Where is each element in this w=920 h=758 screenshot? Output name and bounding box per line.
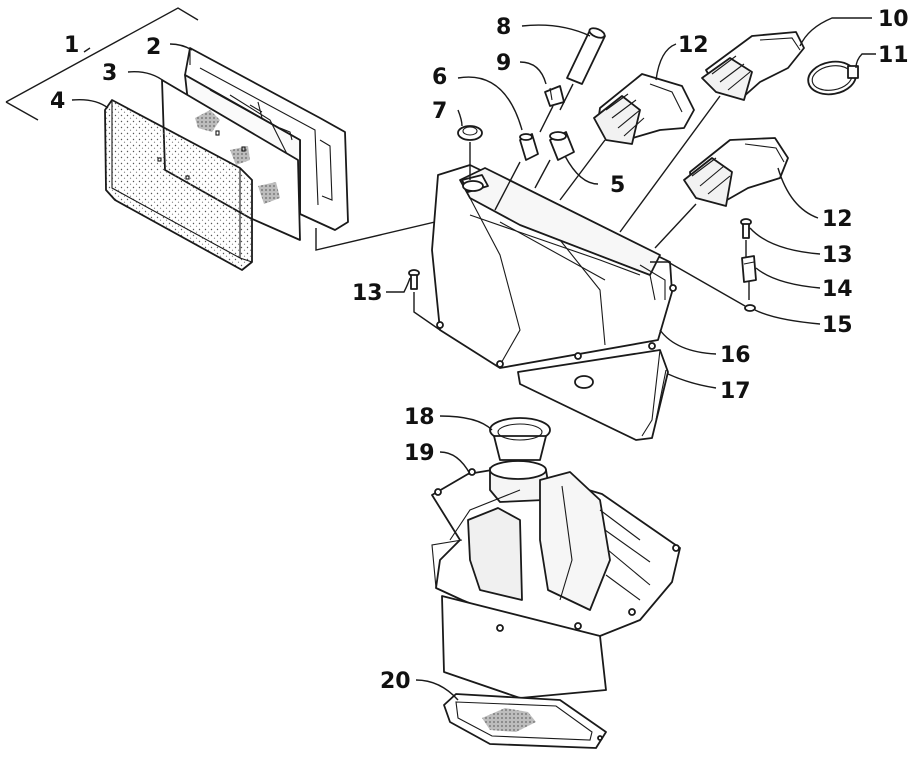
intake-bell-18 [489, 417, 551, 615]
callout-10: 10 [878, 7, 909, 32]
callout-1: 1 [64, 33, 79, 58]
intake-boot-upper [559, 73, 695, 201]
airbox-gasket-plate [517, 349, 669, 441]
callout-12-upper: 12 [678, 33, 709, 58]
callout-2: 2 [146, 35, 161, 60]
filter-assembly-bracket [5, 7, 199, 121]
callout-leaders [71, 17, 876, 701]
callout-5: 5 [610, 173, 625, 198]
screw-13-right [740, 218, 752, 258]
callout-6: 6 [432, 65, 447, 90]
callout-11: 11 [878, 43, 909, 68]
intake-boot-lower [654, 137, 789, 249]
callout-9: 9 [496, 51, 511, 76]
callout-8: 8 [496, 15, 511, 40]
hose-8 [559, 27, 606, 111]
callout-7: 7 [432, 99, 447, 124]
callout-17: 17 [720, 379, 751, 404]
callout-4: 4 [50, 89, 65, 114]
lower-airbox [431, 460, 681, 699]
screw-13-left [408, 269, 441, 331]
fitting-5 [534, 131, 575, 189]
callout-18: 18 [404, 405, 435, 430]
callout-14: 14 [822, 277, 853, 302]
callout-15: 15 [822, 313, 853, 338]
callout-12-lower: 12 [822, 207, 853, 232]
foam-prefilter [104, 99, 253, 271]
drain-valve-14 [741, 255, 757, 300]
hose-clamp-11 [807, 60, 859, 96]
o-ring-15 [650, 261, 756, 312]
callout-3: 3 [102, 61, 117, 86]
callout-13-right: 13 [822, 243, 853, 268]
grommet-7 [457, 125, 483, 180]
fitting-6 [494, 133, 539, 211]
callout-16: 16 [720, 343, 751, 368]
upper-airbox [431, 164, 677, 369]
callout-labels: 1 2 3 4 5 6 7 8 9 10 11 12 12 13 13 14 1… [50, 7, 909, 694]
bottom-gasket-20 [443, 693, 607, 749]
intake-boot-10 [619, 31, 805, 233]
callout-19: 19 [404, 441, 435, 466]
callout-20: 20 [380, 669, 411, 694]
callout-13-left: 13 [352, 281, 383, 306]
